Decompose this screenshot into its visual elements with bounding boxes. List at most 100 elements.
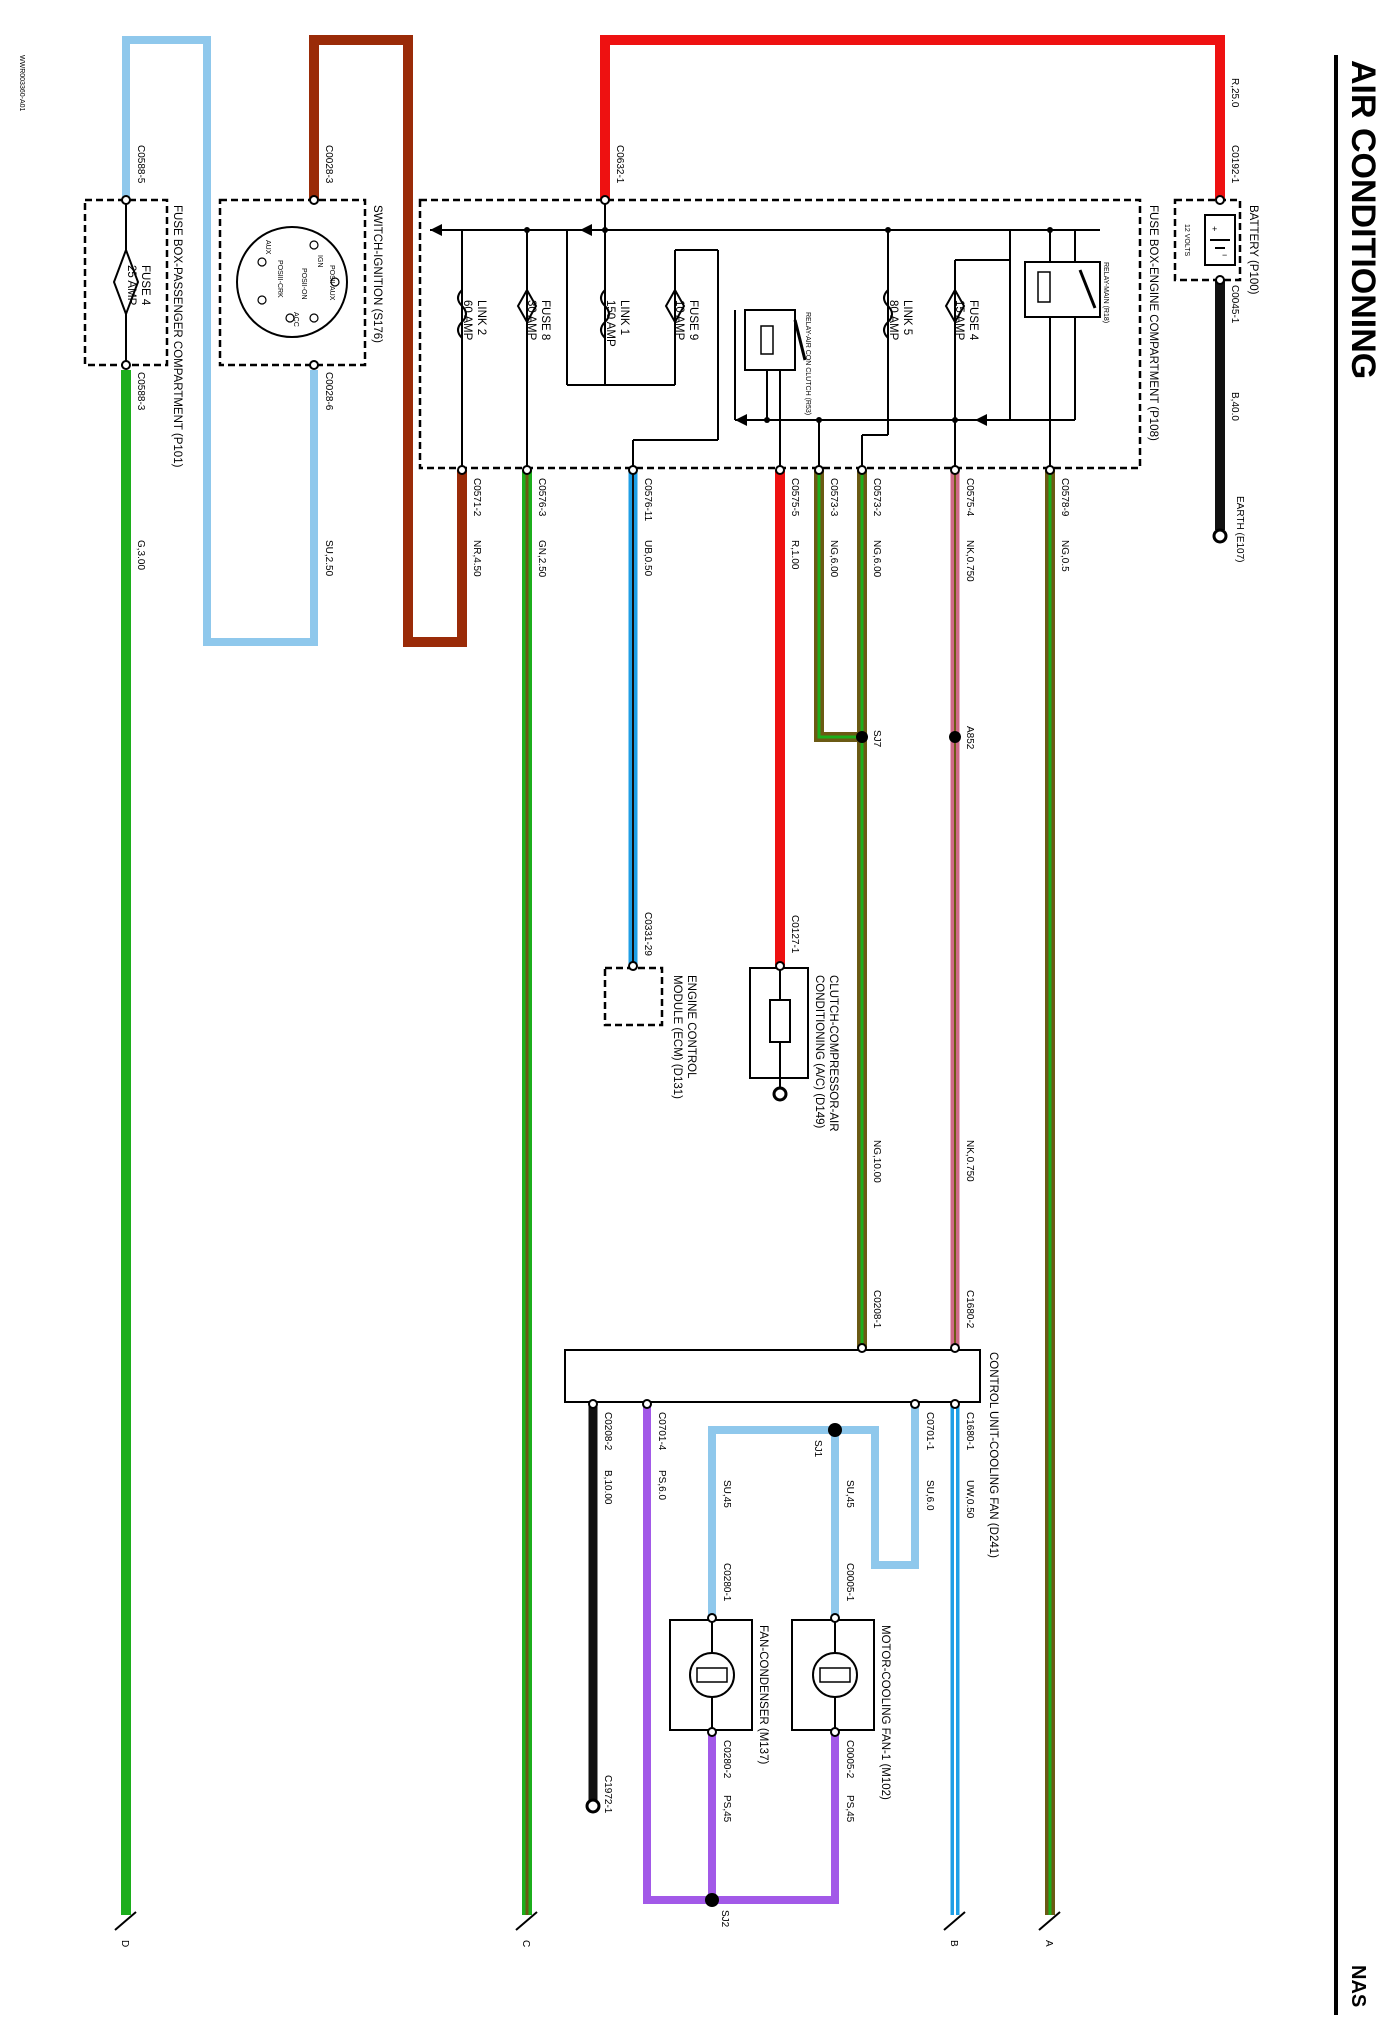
fuse8-symbol xyxy=(516,287,538,325)
link5-rating: 80 AMP xyxy=(887,300,899,341)
fuse8-name: FUSE 8 xyxy=(539,300,551,340)
fuse4-passenger-name: FUSE 4 xyxy=(139,265,151,306)
fuse4-engine-rating: 15 AMP xyxy=(953,300,965,341)
off-page-c: C xyxy=(520,1940,531,1947)
fuse9-symbol xyxy=(664,287,686,325)
wire-label-uw050: UW,0.50 xyxy=(964,1480,975,1519)
wire-r250 xyxy=(600,35,1225,200)
fuse-box-passenger-label: FUSE BOX-PASSENGER COMPARTMENT (P101) xyxy=(171,205,183,468)
link5-name: LINK 5 xyxy=(901,300,913,335)
splice-sj7 xyxy=(856,731,868,743)
fuse4-engine-symbol xyxy=(944,287,966,325)
page-title: AIR CONDITIONING xyxy=(1344,60,1382,379)
ign-pos-crk: POSIII-CRK xyxy=(276,260,283,298)
figure-id: WWR003360-A01 xyxy=(18,55,25,112)
connector-labels: C0192-1 C0045-1 C0632-1 C0028-3 C0028-6 … xyxy=(135,145,1240,1814)
wire-label-nr450: NR,4.50 xyxy=(471,540,482,577)
wire-su250 xyxy=(122,36,318,646)
motor-fan-label: MOTOR-COOLING FAN-1 (M102) xyxy=(879,1625,891,1800)
ecm-label-2: MODULE (ECM) (D131) xyxy=(671,975,683,1099)
conn-c0028-3: C0028-3 xyxy=(323,145,334,184)
conn-c0280-2: C0280-2 xyxy=(721,1740,732,1779)
clutch-label-2: CONDITIONING (A/C) (D149) xyxy=(813,975,825,1129)
conn-c0573-2: C0573-2 xyxy=(871,478,882,517)
wire-label-b400: B,40.0 xyxy=(1229,392,1240,421)
link1-symbol xyxy=(600,289,610,339)
control-unit-label: CONTROL UNIT-COOLING FAN (D241) xyxy=(987,1352,999,1558)
wire-label-ng05: NG,0.5 xyxy=(1059,540,1070,572)
wire-label-nk075a: NK,0.750 xyxy=(964,540,975,582)
wire-ps45 xyxy=(708,1730,839,1904)
conn-c0280-1: C0280-1 xyxy=(721,1563,732,1602)
wire-labels: R,25.0 B,40.0 SU,2.50 G,3.00 NR,4.50 GN,… xyxy=(135,78,1240,1823)
splice-sj7-label: SJ7 xyxy=(871,730,882,748)
link2-symbol xyxy=(457,289,467,339)
link1-rating: 150 AMP xyxy=(604,300,616,347)
fuse8-rating: 30 AMP xyxy=(525,300,537,341)
conn-c0045-1: C0045-1 xyxy=(1229,285,1240,324)
wire-label-ng600a: NG,6.00 xyxy=(828,540,839,578)
conn-c0005-2: C0005-2 xyxy=(844,1740,855,1779)
off-page-d: D xyxy=(119,1940,130,1947)
clutch-label-1: CLUTCH-COMPRESSOR-AIR xyxy=(827,975,839,1132)
conn-c0028-6: C0028-6 xyxy=(323,372,334,411)
link2-rating: 60 AMP xyxy=(461,300,473,341)
wire-label-nk075b: NK,0.750 xyxy=(964,1140,975,1182)
conn-c0127-1: C0127-1 xyxy=(789,915,800,954)
splice-sj1-label: SJ1 xyxy=(812,1440,823,1458)
wire-label-ub050: UB,0.50 xyxy=(642,540,653,577)
conn-c0005-1: C0005-1 xyxy=(844,1563,855,1602)
region-label: NAS xyxy=(1347,1965,1369,2007)
conn-c0575-4: C0575-4 xyxy=(964,478,975,517)
wire-ng600a xyxy=(814,470,862,742)
switch-ignition-label: SWITCH-IGNITION (S176) xyxy=(371,205,383,343)
relay-a-label: RELAY-MAIN (R18) xyxy=(1102,262,1109,323)
ign-pos-on: POSII-ON xyxy=(300,268,307,300)
link1-name: LINK 1 xyxy=(618,300,630,335)
conn-c0632-1: C0632-1 xyxy=(614,145,625,184)
wire-nr450 xyxy=(309,35,467,647)
ign-pos-ign: IGN xyxy=(316,255,323,267)
wire-label-gn250: GN,2.50 xyxy=(536,540,547,578)
splice-sj2-label: SJ2 xyxy=(719,1910,730,1928)
engine-control-module xyxy=(603,966,664,1027)
fuse-box-engine-circuitry xyxy=(430,200,1100,468)
fan-condenser-label: FAN-CONDENSER (M137) xyxy=(757,1625,769,1764)
fuse9-name: FUSE 9 xyxy=(687,300,699,340)
splice-sj2 xyxy=(705,1893,719,1907)
conn-c0573-3: C0573-3 xyxy=(828,478,839,517)
wire-label-ps45b: PS,45 xyxy=(844,1795,855,1823)
conn-c0588-3: C0588-3 xyxy=(135,372,146,411)
battery-label: BATTERY (P100) xyxy=(1247,205,1259,295)
relay-b-label: RELAY-AIR CON CLUTCH (R53) xyxy=(804,312,811,415)
wire-su60 xyxy=(835,1404,919,1569)
splice-a852 xyxy=(949,731,961,743)
wire-label-su60: SU,6.0 xyxy=(924,1480,935,1511)
conn-c1680-2: C1680-2 xyxy=(964,1290,975,1329)
fuse-box-engine-label: FUSE BOX-ENGINE COMPARTMENT (P108) xyxy=(1147,205,1159,441)
wire-ps60 xyxy=(643,1404,712,1904)
wire-label-su45b: SU,45 xyxy=(844,1480,855,1508)
wire-label-ps60: PS,6.0 xyxy=(656,1470,667,1500)
conn-c0331-29: C0331-29 xyxy=(642,912,653,956)
conn-c0575-5: C0575-5 xyxy=(789,478,800,517)
splice-a852-label: A852 xyxy=(964,726,975,750)
fuse4-passenger-symbol xyxy=(112,247,140,317)
wire-label-ps45a: PS,45 xyxy=(721,1795,732,1823)
wire-label-b1000: B,10.00 xyxy=(602,1470,613,1505)
fuse4-engine-name: FUSE 4 xyxy=(967,300,979,341)
wire-label-r100: R,1.00 xyxy=(789,540,800,570)
battery-voltage: 12 VOLTS xyxy=(1183,224,1190,256)
conn-c0576-11: C0576-11 xyxy=(642,478,653,522)
link2-name: LINK 2 xyxy=(475,300,487,335)
conn-c0208-1: C0208-1 xyxy=(871,1290,882,1329)
fuse4-passenger-rating: 25 AMP xyxy=(125,265,137,306)
earth-e107 xyxy=(1212,528,1228,544)
ecm-label-1: ENGINE CONTROL xyxy=(685,975,697,1079)
wire-label-g300: G,3.00 xyxy=(135,540,146,570)
off-page-b: B xyxy=(948,1940,959,1947)
control-unit-cooling-fan xyxy=(564,1349,981,1403)
link5-symbol xyxy=(883,289,893,339)
ign-pos-aux2: AUX xyxy=(264,240,271,255)
